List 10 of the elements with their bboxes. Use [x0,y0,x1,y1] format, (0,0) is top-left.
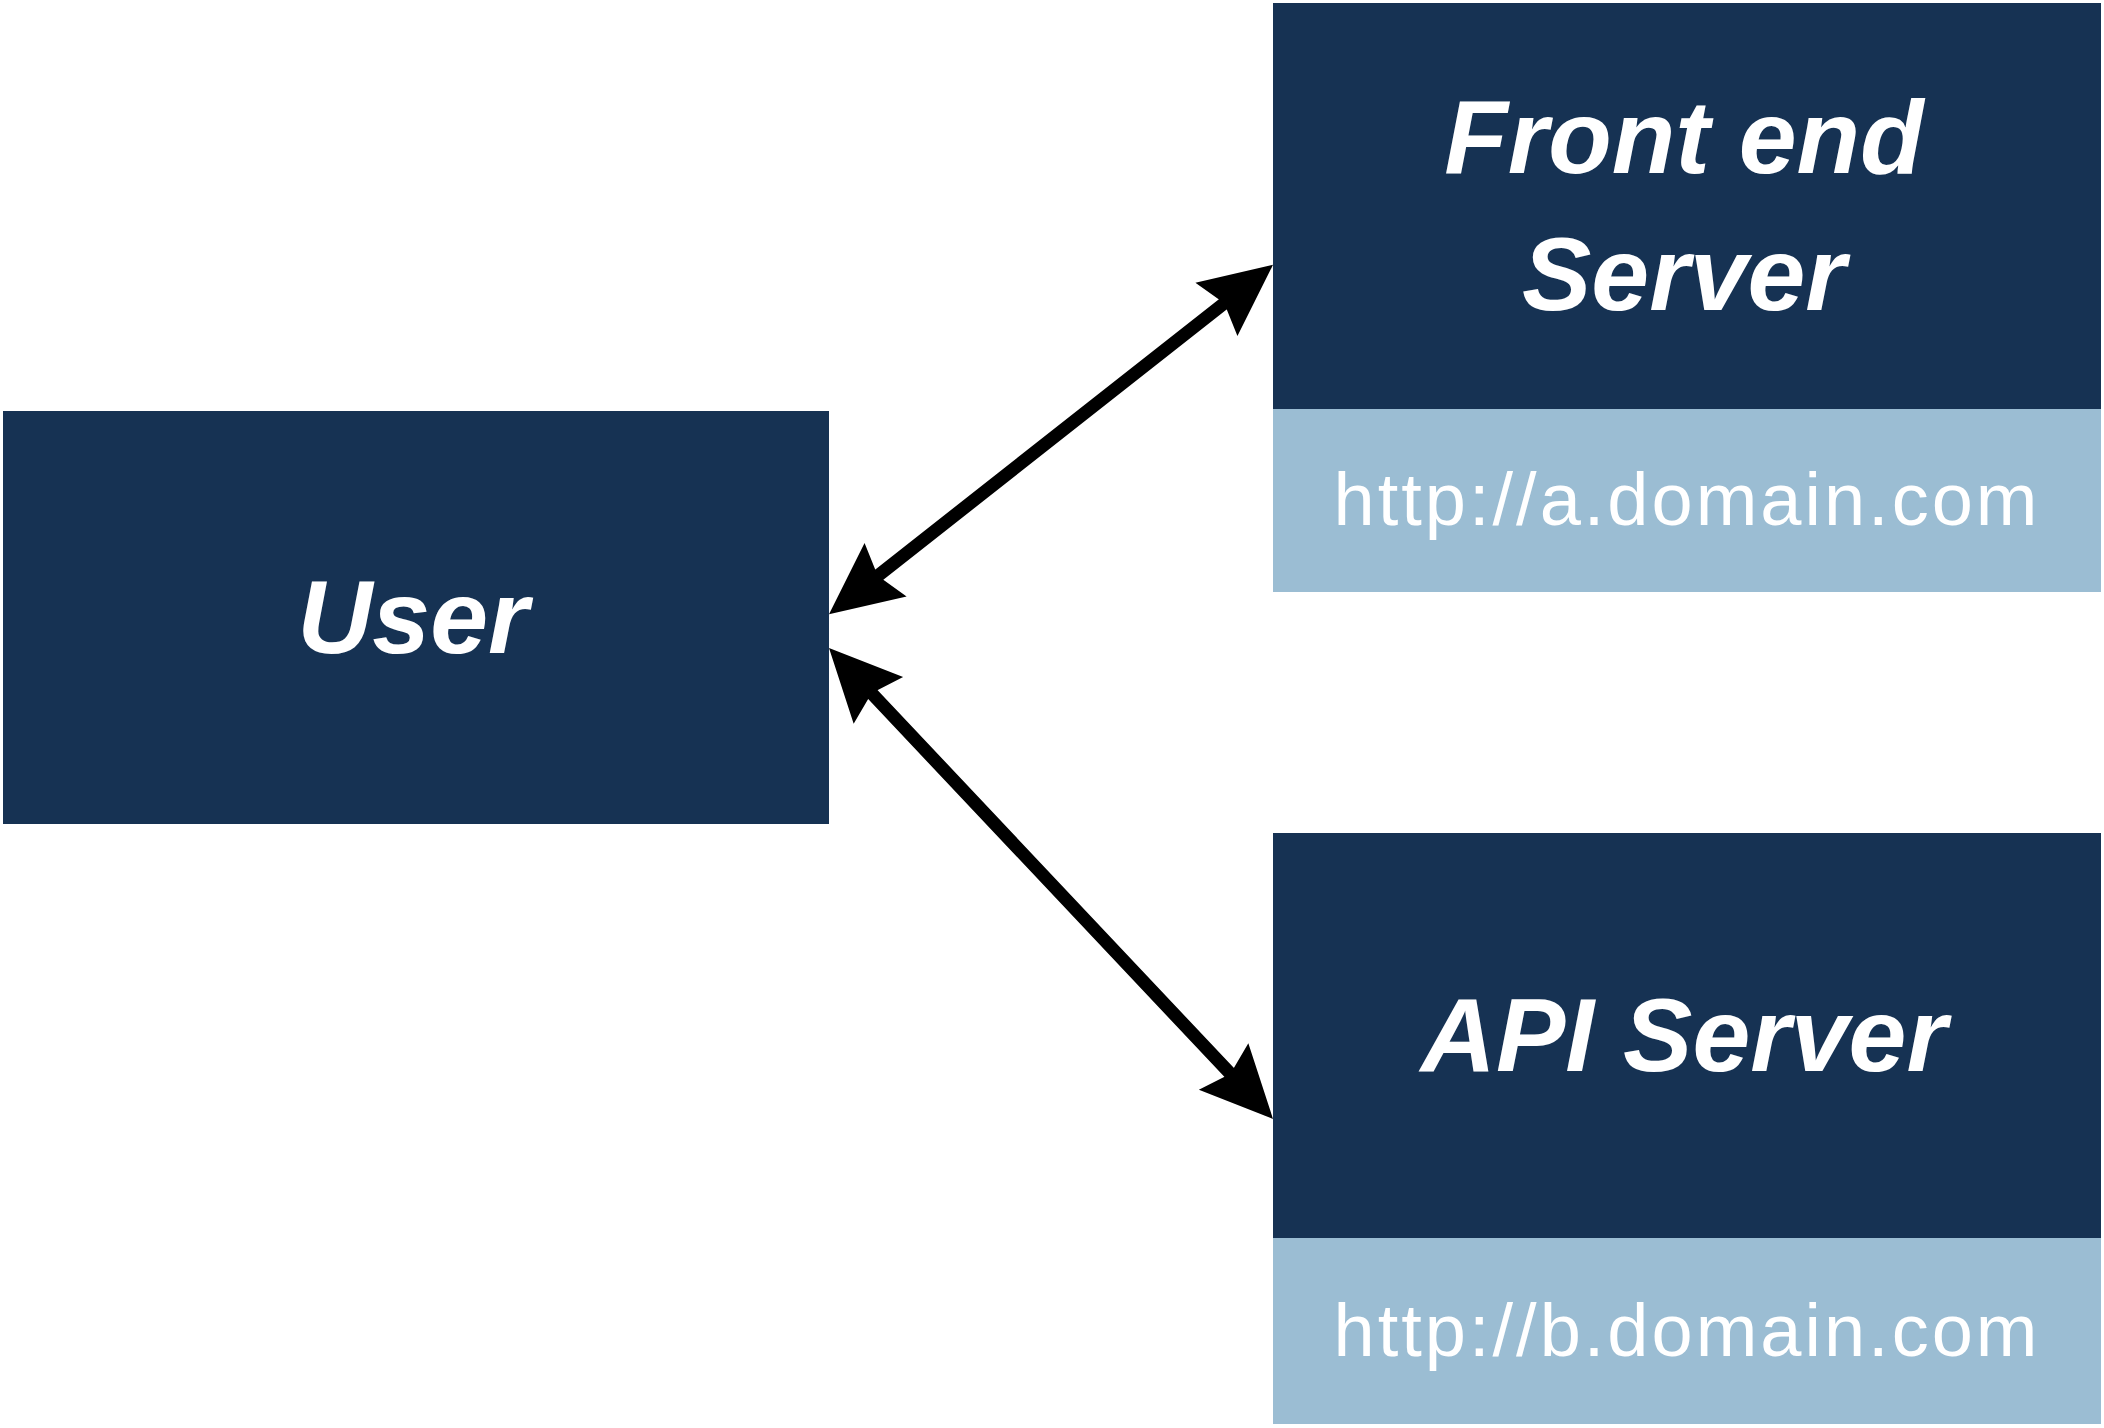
url-text: http://a.domain.com [1332,457,2042,544]
server-box [1273,3,2101,409]
url-band [1273,1238,2101,1424]
node-label: API Server [1410,966,1964,1105]
node-label: User [286,548,546,687]
server-box [1273,833,2101,1238]
user-box [3,411,829,824]
node-label: Front end Server [1443,77,1927,334]
url-text: http://b.domain.com [1332,1287,2042,1374]
url-band [1273,409,2101,592]
